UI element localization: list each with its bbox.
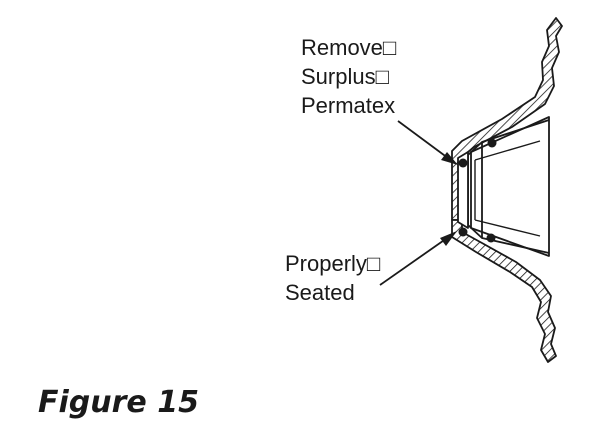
sealant-bead-lower-inner: [486, 233, 496, 243]
callout-line: Properly□: [285, 251, 381, 276]
sealant-bead-lower-face: [458, 227, 468, 237]
figure-caption: Figure 15: [38, 385, 199, 420]
callout-line: Seated: [285, 280, 355, 305]
leader-arrow-seated: [379, 231, 457, 286]
callout-remove-surplus-permatex: Remove□ Surplus□ Permatex: [301, 33, 396, 120]
callout-properly-seated: Properly□ Seated: [285, 249, 380, 307]
seal-body: [467, 119, 550, 254]
sealant-bead-upper-face: [458, 158, 468, 168]
seal-flange: [457, 151, 469, 229]
leader-arrow-surplus: [397, 120, 458, 165]
callout-line: Surplus□: [301, 64, 389, 89]
callout-line: Remove□: [301, 35, 397, 60]
sealant-bead-upper-inner: [487, 138, 497, 148]
callout-line: Permatex: [301, 93, 396, 118]
seal-inner-bore: [474, 140, 541, 237]
